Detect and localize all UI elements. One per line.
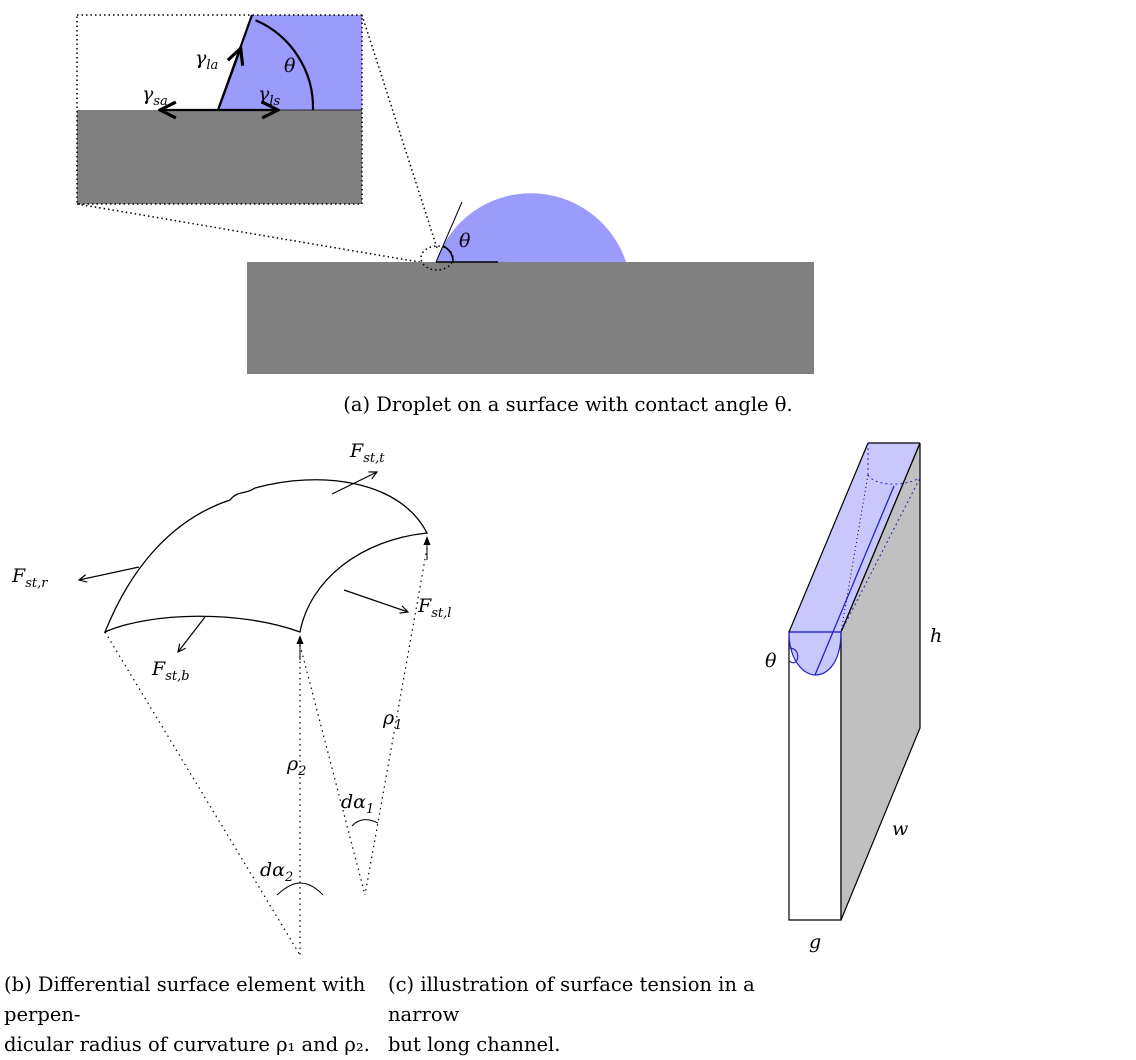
- F-bottom-sub: st,b: [165, 669, 189, 684]
- hidden-edge-2: [840, 474, 869, 633]
- gamma-la-label: γla: [195, 47, 218, 73]
- caption-a: (a) Droplet on a surface with contact an…: [343, 393, 793, 416]
- F-top-arrow: [331, 472, 377, 495]
- gamma-la-base: γ: [195, 47, 207, 69]
- F-right-sub: st,r: [25, 576, 48, 591]
- rho2-label: ρ2: [286, 753, 306, 779]
- F-left-label: Fst,l: [417, 595, 451, 621]
- zoom-connector-bottom: [76, 203, 426, 264]
- radius-line-4: [364, 547, 428, 896]
- F-right-arrow: [79, 566, 140, 580]
- gamma-ls-sub: ls: [269, 94, 280, 109]
- dalpha1-sub: 1: [366, 802, 374, 817]
- caption-b-line2: dicular radius of curvature ρ₁ and ρ₂.: [4, 1033, 370, 1056]
- caption-c: (c) illustration of surface tension in a…: [388, 970, 760, 1060]
- rho1-label: ρ1: [382, 707, 402, 733]
- F-right-label: Fst,r: [11, 565, 48, 591]
- gamma-la-sub: la: [206, 58, 218, 73]
- F-left-sub: st,l: [431, 606, 451, 621]
- radius-line-3: [299, 644, 366, 896]
- panel-c: θ h w g: [765, 442, 942, 953]
- g-label: g: [809, 931, 821, 953]
- channel-liquid: [789, 443, 920, 632]
- caption-b-line1: (b) Differential surface element with pe…: [4, 973, 366, 1026]
- surface-element: [103, 479, 429, 634]
- h-label: h: [930, 625, 942, 647]
- dalpha2-sub: 2: [284, 870, 293, 885]
- contact-theta-label: θ: [459, 230, 471, 252]
- droplet: [436, 193, 626, 262]
- F-top-base: F: [349, 440, 364, 462]
- zoom-circle: [420, 245, 454, 271]
- zoom-connector-top: [361, 14, 438, 249]
- dalpha1-base: dα: [341, 791, 366, 813]
- zoom-inset: θ γla γsa γls: [76, 14, 363, 205]
- caption-c-line1: (c) illustration of surface tension in a…: [388, 973, 755, 1026]
- dalpha1-arc: [351, 819, 379, 827]
- gamma-sa-label: γsa: [142, 83, 168, 109]
- dalpha2-label: dα2: [260, 859, 293, 885]
- surface-block: [247, 262, 814, 374]
- gamma-sa-sub: sa: [153, 94, 167, 109]
- inset-theta-label: θ: [284, 55, 296, 77]
- contact-tangent: [435, 201, 463, 263]
- panel-b: Fst,t Fst,r Fst,l Fst,b ρ1 ρ2 dα1 dα2: [11, 440, 451, 956]
- panel-a: θ γla γsa γls θ: [76, 14, 814, 374]
- rho2-base: ρ: [286, 753, 299, 775]
- inset-frame: [76, 14, 363, 205]
- F-top-label: Fst,t: [349, 440, 385, 466]
- caption-c-line2: but long channel.: [388, 1033, 561, 1056]
- channel-angle-arc: [788, 647, 799, 664]
- caption-b: (b) Differential surface element with pe…: [4, 970, 376, 1060]
- F-bottom-arrow: [178, 616, 206, 652]
- inset-angle-arc: [255, 19, 315, 111]
- gamma-ls-label: γls: [258, 83, 281, 109]
- F-bottom-label: Fst,b: [151, 658, 190, 684]
- F-top-sub: st,t: [363, 451, 385, 466]
- inset-surface: [77, 110, 362, 204]
- rho2-sub: 2: [297, 764, 306, 779]
- meniscus-bottom-line: [814, 485, 895, 676]
- gamma-ls-base: γ: [258, 83, 270, 105]
- rho1-base: ρ: [382, 707, 395, 729]
- dalpha2-base: dα: [260, 859, 285, 881]
- F-left-arrow: [343, 589, 408, 612]
- channel-top-rim-left: [788, 442, 869, 633]
- figure-canvas: θ γla γsa γls θ: [11, 14, 942, 956]
- dalpha1-label: dα1: [341, 791, 374, 817]
- hidden-edge-1: [840, 477, 921, 633]
- gamma-sa-base: γ: [142, 83, 154, 105]
- rho1-sub: 1: [394, 718, 402, 733]
- dalpha2-arc: [276, 882, 324, 896]
- channel-top-rim-right: [840, 442, 921, 633]
- w-label: w: [892, 818, 908, 840]
- channel-theta-label: θ: [765, 650, 777, 672]
- inset-liquid: [252, 15, 362, 110]
- gamma-la-arrow: [216, 50, 240, 111]
- F-bottom-base: F: [151, 658, 166, 680]
- F-right-base: F: [11, 565, 26, 587]
- radius-line-1: [104, 631, 301, 956]
- F-left-base: F: [417, 595, 432, 617]
